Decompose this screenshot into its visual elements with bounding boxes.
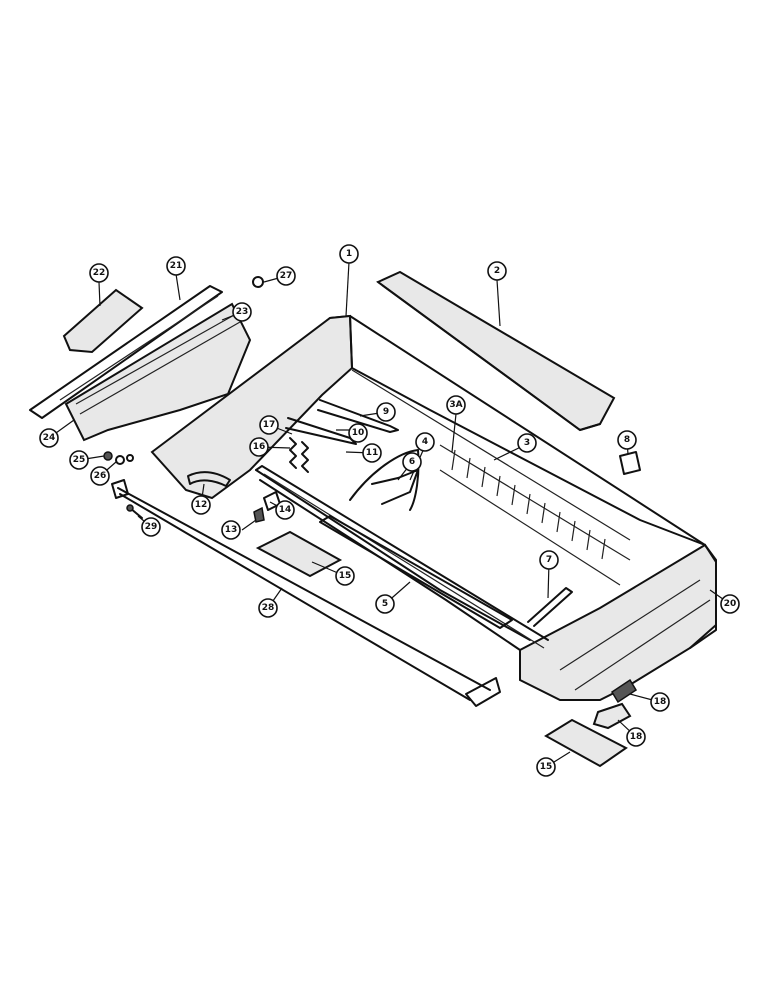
callout-9: 9 [376,402,396,422]
part-18-upper-bracket [610,678,638,704]
svg-text:14: 14 [279,505,292,515]
part-16-17-springs [289,437,309,473]
callout-5: 5 [375,594,395,614]
svg-text:2: 2 [494,266,500,276]
part-3-floor-slats [439,444,631,586]
svg-text:11: 11 [366,448,379,458]
svg-text:17: 17 [263,420,276,430]
svg-text:27: 27 [280,271,293,281]
part-22-cap [62,288,144,354]
svg-text:15: 15 [339,571,352,581]
callout-14: 14 [275,500,295,520]
svg-text:3: 3 [524,438,530,448]
callout-28: 28 [258,598,278,618]
svg-text:13: 13 [225,525,238,535]
part-5-skid [319,515,513,629]
callout-29: 29 [141,517,161,537]
part-21-rail [29,285,223,419]
svg-text:22: 22 [93,268,106,278]
part-29-bolt [126,504,143,519]
callout-8: 8 [617,430,637,450]
svg-text:28: 28 [262,603,275,613]
svg-text:1: 1 [346,249,352,259]
callout-26: 26 [90,466,110,486]
svg-text:15: 15 [540,762,553,772]
part-6-brace [371,469,419,505]
callout-13: 13 [221,520,241,540]
callout-17: 17 [259,415,279,435]
svg-text:21: 21 [170,261,183,271]
callout-7: 7 [539,550,559,570]
part-7-brace [527,587,573,627]
part-15-left-shoe [255,530,343,578]
callout-21: 21 [166,256,186,276]
callout-12: 12 [191,495,211,515]
svg-text:6: 6 [409,457,415,467]
part-12-bracket [187,471,231,487]
part-2-top-deflector [376,270,616,432]
callout-4: 4 [415,432,435,452]
svg-text:24: 24 [43,433,56,443]
callout-16: 16 [249,437,269,457]
svg-text:25: 25 [73,455,86,465]
part-25-nut [103,451,113,461]
svg-text:4: 4 [422,437,428,447]
svg-text:9: 9 [383,407,389,417]
part-27-plug [252,276,264,288]
callout-23: 23 [232,302,252,322]
callout-18-lower: 18 [626,727,646,747]
svg-text:23: 23 [236,307,249,317]
callout-15-left: 15 [335,566,355,586]
callout-22: 22 [89,263,109,283]
callout-25: 25 [69,450,89,470]
part-18-bracket [592,702,632,730]
svg-text:29: 29 [145,522,158,532]
callout-11: 11 [362,443,382,463]
svg-text:3A: 3A [449,400,462,410]
callout-24: 24 [39,428,59,448]
callout-2: 2 [487,261,507,281]
svg-text:7: 7 [546,555,552,565]
svg-text:20: 20 [724,599,737,609]
part-1-header-frame [150,314,717,701]
part-8-plate [619,451,641,475]
svg-text:26: 26 [94,471,107,481]
part-26-washer [115,455,125,465]
callout-27: 27 [276,266,296,286]
svg-text:16: 16 [253,442,266,452]
part-13-clip [253,506,265,523]
callout-3a: 3A [446,395,466,415]
part-15-right-shoe [544,718,628,768]
callout-20: 20 [720,594,740,614]
callout-15-right: 15 [536,757,556,777]
part-28-bar [111,479,501,707]
svg-text:18: 18 [630,732,643,742]
svg-text:18: 18 [654,697,667,707]
svg-text:12: 12 [195,500,208,510]
svg-text:5: 5 [382,599,388,609]
svg-text:10: 10 [352,428,365,438]
callout-3: 3 [517,433,537,453]
callout-6: 6 [402,452,422,472]
callout-10: 10 [348,423,368,443]
callout-1: 1 [339,244,359,264]
svg-text:8: 8 [624,435,630,445]
callout-18-upper: 18 [650,692,670,712]
part-26-washer-2 [126,454,134,462]
